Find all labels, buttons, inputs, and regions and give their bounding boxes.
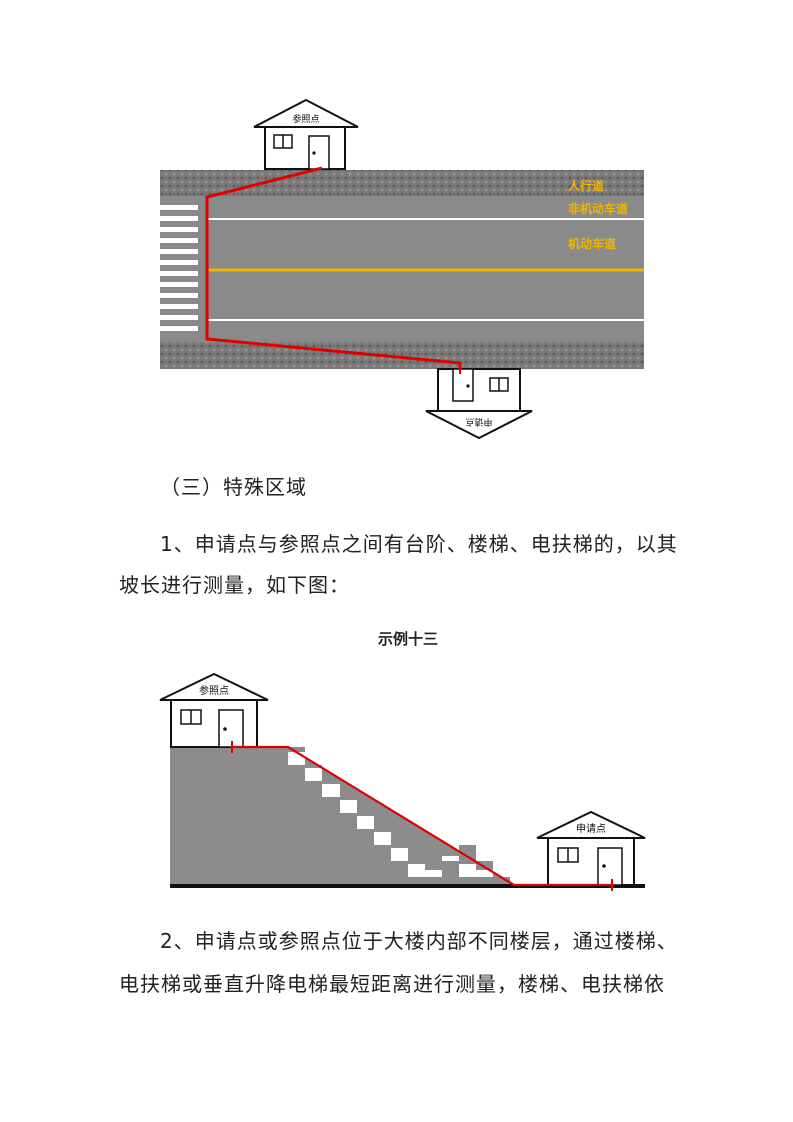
reference-house: 参照点 [253, 98, 359, 170]
paragraph2-line1: 2、申请点或参照点位于大楼内部不同楼层，通过楼梯、 [160, 929, 678, 953]
applicant-house-2-label: 申请点 [576, 822, 606, 835]
label-nonmotor-lane: 非机动车道 [568, 201, 628, 216]
stair-fill [288, 747, 510, 886]
paragraph2-line2: 电扶梯或垂直升降电梯最短距离进行测量，楼梯、电扶梯依 [119, 972, 665, 996]
applicant-house: 申请点 [425, 368, 533, 440]
reference-house-2: 参照点 [159, 672, 269, 748]
zebra-crossing [160, 205, 198, 331]
bottom-sidewalk [160, 342, 644, 369]
applicant-house-label: 申请点 [465, 416, 492, 428]
label-sidewalk: 人行道 [568, 178, 604, 193]
reference-house-2-label: 参照点 [199, 684, 229, 697]
road-crossing-diagram: 人行道 非机动车道 机动车道 参照点 申请点 [160, 98, 644, 440]
stairs-diagram: 参照点 申请点 [159, 672, 646, 891]
top-sidewalk [160, 170, 644, 196]
applicant-house-2: 申请点 [536, 810, 646, 886]
reference-house-label: 参照点 [292, 113, 319, 125]
figure2-caption: 示例十三 [378, 630, 439, 648]
measure-path-stairs [232, 745, 612, 887]
paragraph1-line2: 坡长进行测量，如下图： [119, 573, 350, 597]
label-motor-lane: 机动车道 [568, 236, 616, 251]
paragraph1-line1: 1、申请点与参照点之间有台阶、楼梯、电扶梯的，以其 [160, 532, 678, 556]
section-heading: （三）特殊区域 [160, 475, 307, 499]
